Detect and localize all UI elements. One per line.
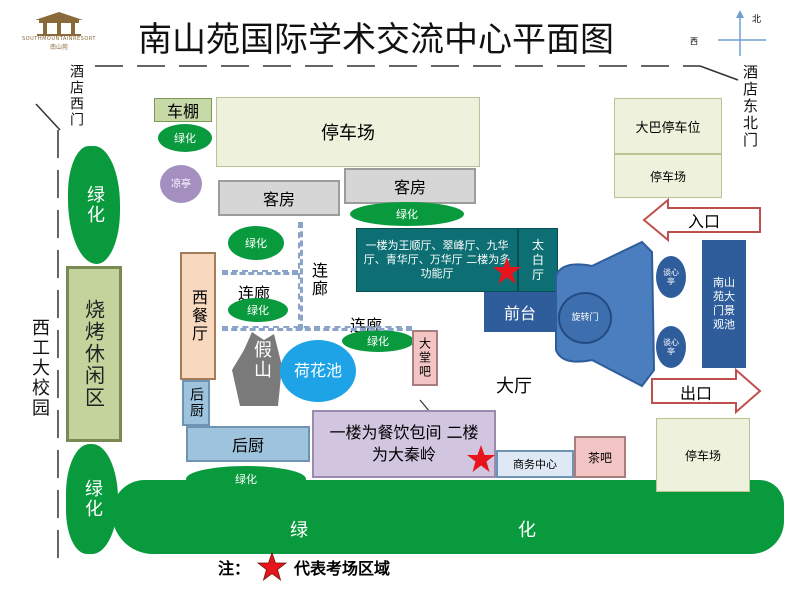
legend-star-icon bbox=[256, 552, 288, 582]
parking-top: 停车场 bbox=[216, 97, 480, 167]
compass-north: 北 bbox=[752, 15, 762, 25]
green-area-bottom bbox=[112, 480, 784, 554]
exam-area-star-icon-2 bbox=[467, 445, 495, 472]
landscape-pond: 南山苑大门景观池 bbox=[702, 240, 746, 368]
green-patch-mid: 绿化 bbox=[228, 226, 284, 260]
compass-arrows-icon bbox=[718, 10, 766, 56]
green-area-left-bottom: 绿化 bbox=[66, 444, 118, 554]
front-desk: 前台 bbox=[484, 292, 556, 332]
talk-pavilion-1-label: 谈心亭 bbox=[663, 268, 679, 286]
corridor-dashes-3 bbox=[222, 326, 412, 331]
green-patch-shed: 绿化 bbox=[158, 124, 212, 152]
corridor-dashes-1 bbox=[222, 270, 298, 275]
landscape-pond-label: 南山苑大门景观池 bbox=[713, 276, 735, 331]
legend: 注： 代表考场区域 bbox=[218, 552, 390, 582]
business-center: 商务中心 bbox=[496, 450, 574, 478]
dining-building: 一楼为餐饮包间 二楼为大秦岭 bbox=[312, 410, 496, 478]
lotus-pond: 荷花池 bbox=[280, 340, 356, 402]
green-bottom-label-1: 绿 bbox=[290, 520, 308, 541]
green-patch-rooms: 绿化 bbox=[350, 202, 464, 226]
talk-pavilion-1: 谈心亭 bbox=[656, 256, 686, 298]
talk-pavilion-2: 谈心亭 bbox=[656, 326, 686, 368]
green-patch-corridor: 绿化 bbox=[228, 298, 288, 322]
parking-right-top: 停车场 bbox=[614, 154, 722, 198]
exam-area-star-icon bbox=[493, 257, 521, 284]
corridor-dashes-2 bbox=[298, 222, 303, 330]
campus-label: 西工大校园 bbox=[29, 318, 50, 418]
rockery-icon bbox=[232, 332, 282, 406]
lobby-bar: 大堂吧 bbox=[412, 330, 438, 386]
back-kitchen-vertical: 后厨 bbox=[182, 380, 210, 426]
dining-building-label: 一楼为餐饮包间 二楼为大秦岭 bbox=[329, 423, 479, 464]
bike-shed: 车棚 bbox=[154, 98, 212, 122]
exit-arrow-icon bbox=[651, 368, 762, 414]
logo-emblem-icon bbox=[35, 11, 83, 36]
tea-bar: 茶吧 bbox=[574, 436, 626, 478]
revolving-door: 旋转门 bbox=[558, 292, 612, 344]
logo-text-en: SOUTHMOUNTAINRESORT bbox=[22, 35, 96, 42]
corridor-label-2: 连廊 bbox=[309, 262, 328, 298]
west-gate-label: 酒店西门 bbox=[68, 64, 84, 128]
revolving-door-label: 旋转门 bbox=[571, 313, 599, 323]
bbq-leisure-area: 烧烤休闲区 bbox=[66, 266, 122, 442]
guest-room-left: 客房 bbox=[218, 180, 340, 216]
pavilion: 凉亭 bbox=[160, 165, 202, 203]
taibai-hall: 太白厅 bbox=[518, 228, 558, 292]
logo-text-cn: 南山苑 bbox=[49, 43, 68, 51]
legend-prefix: 注： bbox=[218, 559, 251, 578]
green-bottom-label-2: 化 bbox=[518, 520, 536, 541]
west-restaurant: 西餐厅 bbox=[180, 252, 216, 380]
entrance-arrow-icon bbox=[642, 198, 761, 242]
taibai-hall-label: 太白厅 bbox=[531, 237, 544, 282]
green-patch-kitchen: 绿化 bbox=[186, 466, 306, 492]
bus-parking: 大巴停车位 bbox=[614, 98, 722, 154]
parking-right-bottom: 停车场 bbox=[656, 418, 750, 492]
rockery-label: 假山 bbox=[251, 340, 272, 380]
back-kitchen: 后厨 bbox=[186, 426, 310, 462]
compass: 北 西 bbox=[690, 8, 770, 58]
lobby-label: 大厅 bbox=[496, 376, 532, 397]
page-title: 南山苑国际学术交流中心平面图 bbox=[138, 20, 614, 60]
exit-label: 出口 bbox=[680, 384, 713, 403]
talk-pavilion-2-label: 谈心亭 bbox=[663, 338, 679, 356]
compass-west: 西 bbox=[690, 37, 698, 46]
guest-room-right: 客房 bbox=[344, 168, 476, 204]
conference-hall-label: 一楼为王顺厅、翠峰厅、九华厅、青华厅、万华厅 二楼为多功能厅 bbox=[363, 239, 511, 280]
green-patch-pond: 绿化 bbox=[342, 330, 414, 352]
entrance-label: 入口 bbox=[688, 212, 721, 231]
legend-text: 代表考场区域 bbox=[294, 559, 391, 578]
east-north-gate-label: 酒店东北门 bbox=[741, 64, 759, 149]
green-area-left-top: 绿化 bbox=[68, 146, 120, 264]
logo: SOUTHMOUNTAINRESORT 南山苑 bbox=[0, 0, 118, 60]
conference-hall: 一楼为王顺厅、翠峰厅、九华厅、青华厅、万华厅 二楼为多功能厅 bbox=[356, 228, 518, 292]
